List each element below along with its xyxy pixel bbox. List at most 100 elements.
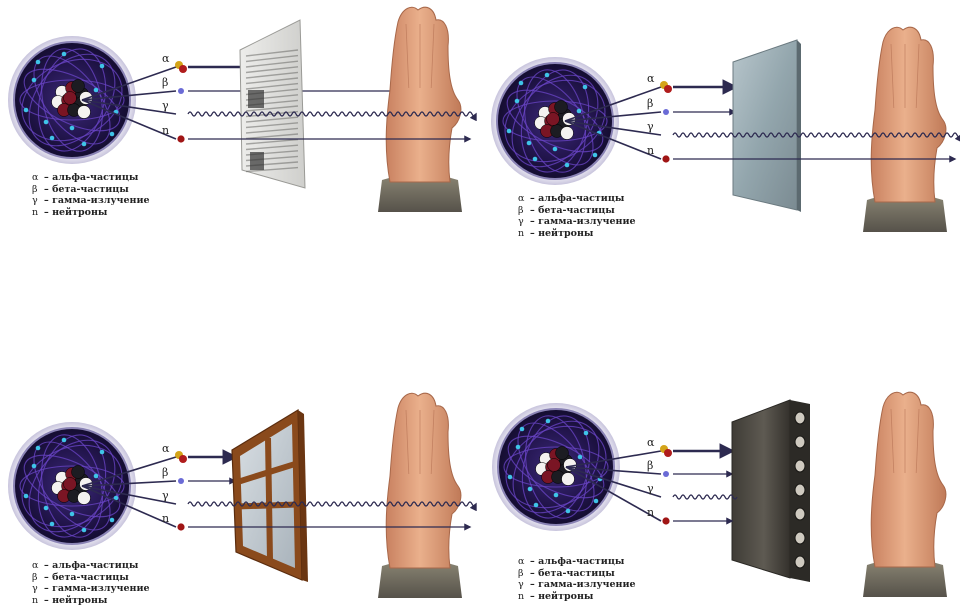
electron bbox=[23, 107, 29, 113]
legend-dash: – bbox=[530, 216, 535, 227]
legend-text: гамма-излучение bbox=[538, 579, 636, 590]
electron bbox=[527, 486, 533, 492]
electron-orbit bbox=[19, 79, 125, 121]
particle-label: γ bbox=[647, 482, 654, 495]
newspaper-text-line bbox=[245, 133, 299, 140]
sleeve bbox=[378, 174, 462, 212]
particle-label: α bbox=[647, 72, 655, 85]
concrete-hole bbox=[794, 507, 806, 521]
finger-crease bbox=[915, 408, 920, 474]
electron bbox=[109, 131, 115, 137]
newspaper-text-line bbox=[245, 127, 299, 134]
legend-symbol: n bbox=[32, 594, 39, 606]
electron bbox=[582, 84, 588, 90]
beta-particle-icon bbox=[663, 471, 669, 477]
newspaper-text-line bbox=[245, 54, 299, 63]
electron-orbit bbox=[503, 446, 609, 488]
legend-symbol: γ bbox=[32, 195, 38, 206]
electron bbox=[23, 493, 29, 499]
electron bbox=[593, 498, 599, 504]
neutron-particle-icon bbox=[177, 523, 185, 531]
neutron-particle-icon bbox=[177, 135, 185, 143]
legend-text: нейтроны bbox=[52, 206, 108, 218]
nucleon bbox=[77, 105, 91, 119]
sleeve bbox=[863, 559, 947, 597]
newspaper-text-line bbox=[245, 166, 299, 173]
legend-dash: – bbox=[44, 172, 49, 183]
electron-orbit bbox=[37, 434, 107, 538]
legend-dash: – bbox=[44, 594, 49, 606]
electron bbox=[506, 128, 512, 134]
electron bbox=[552, 146, 558, 152]
electron bbox=[43, 119, 49, 125]
nucleon bbox=[555, 446, 569, 460]
legend-text: бета-частицы bbox=[52, 571, 129, 583]
electron bbox=[49, 135, 55, 141]
concrete-hole bbox=[794, 435, 806, 449]
alpha-particle-icon bbox=[179, 455, 187, 463]
newspaper-text-line bbox=[245, 49, 299, 57]
electron-orbit bbox=[507, 435, 605, 499]
emission-ray bbox=[565, 466, 662, 522]
legend-symbol: α bbox=[518, 556, 525, 567]
particle-label: α bbox=[162, 442, 170, 455]
finger-crease bbox=[915, 43, 920, 109]
legend-text: нейтроны bbox=[52, 594, 108, 606]
electron bbox=[31, 77, 37, 83]
legend-text: гамма-излучение bbox=[538, 216, 636, 227]
concrete-hole bbox=[794, 555, 806, 569]
nucleon bbox=[561, 472, 575, 486]
concrete-hole bbox=[794, 411, 806, 425]
gamma-wave bbox=[187, 111, 477, 122]
legend-dash: – bbox=[44, 583, 49, 594]
legend-dash: – bbox=[530, 193, 535, 204]
legend-symbol: β bbox=[518, 204, 524, 216]
finger-crease bbox=[405, 409, 410, 475]
newspaper-text-line bbox=[245, 138, 299, 145]
beta-particle-icon bbox=[663, 109, 669, 115]
emission-ray bbox=[81, 456, 177, 487]
particle-label: α bbox=[647, 436, 655, 449]
nucleon bbox=[554, 100, 568, 114]
neutron-particle-icon bbox=[662, 155, 670, 163]
electron bbox=[519, 426, 525, 432]
electron bbox=[532, 156, 538, 162]
neutron-particle-icon bbox=[662, 517, 670, 525]
electron-orbit bbox=[521, 415, 591, 519]
legend-text: альфа-частицы bbox=[52, 560, 139, 571]
particle-label: β bbox=[647, 459, 653, 472]
electron-orbit bbox=[23, 68, 121, 132]
electron bbox=[545, 418, 551, 424]
legend-item: γ– гамма-излучение bbox=[32, 195, 150, 207]
emission-ray bbox=[81, 99, 177, 115]
electron-orbit bbox=[28, 439, 116, 533]
legend-dash: – bbox=[530, 590, 535, 602]
emission-ray bbox=[81, 480, 177, 487]
legend-text: нейтроны bbox=[538, 227, 594, 239]
electron bbox=[109, 517, 115, 523]
nucleon bbox=[71, 79, 85, 93]
beta-particle-icon bbox=[178, 478, 184, 484]
legend-symbol: n bbox=[518, 227, 525, 239]
concrete-hole bbox=[794, 531, 806, 545]
electron-orbit bbox=[502, 100, 608, 142]
electron bbox=[69, 125, 75, 131]
legend-symbol: γ bbox=[32, 583, 38, 594]
electron-orbit bbox=[525, 415, 587, 519]
finger-crease bbox=[430, 23, 435, 89]
electron bbox=[564, 162, 570, 168]
electron-orbit bbox=[21, 58, 123, 142]
legend-dash: – bbox=[530, 227, 535, 239]
hand-palm bbox=[870, 26, 947, 203]
legend-text: гамма-излучение bbox=[52, 195, 150, 206]
electron-orbit bbox=[23, 454, 121, 518]
electron bbox=[93, 87, 99, 93]
newspaper-text-line bbox=[245, 122, 299, 129]
electron bbox=[544, 72, 550, 78]
legend-text: бета-частицы bbox=[538, 567, 615, 579]
hand-palm bbox=[385, 6, 462, 183]
newspaper-photo bbox=[250, 152, 264, 170]
emission-ray bbox=[565, 466, 662, 498]
